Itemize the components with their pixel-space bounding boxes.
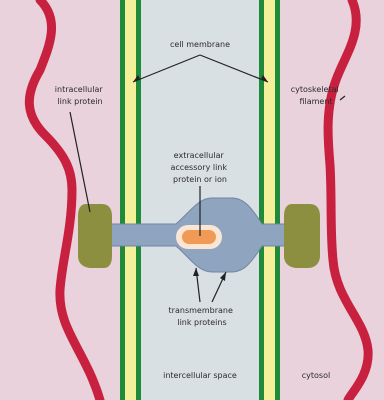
extracellular-accessory-label: extracellular accessory link protein or … xyxy=(170,151,229,184)
accessory-protein-or-ion xyxy=(182,230,216,244)
cell-membrane-label: cell membrane xyxy=(170,40,230,49)
left-cell-membrane xyxy=(120,0,141,400)
right-intracellular-link-protein xyxy=(284,204,320,268)
left-intracellular-link-protein xyxy=(78,204,112,268)
intercellular-space-label: intercellular space xyxy=(163,371,237,380)
cytosol-left xyxy=(0,0,120,400)
right-cell-membrane xyxy=(259,0,280,400)
cytosol-label: cytosol xyxy=(302,371,330,380)
